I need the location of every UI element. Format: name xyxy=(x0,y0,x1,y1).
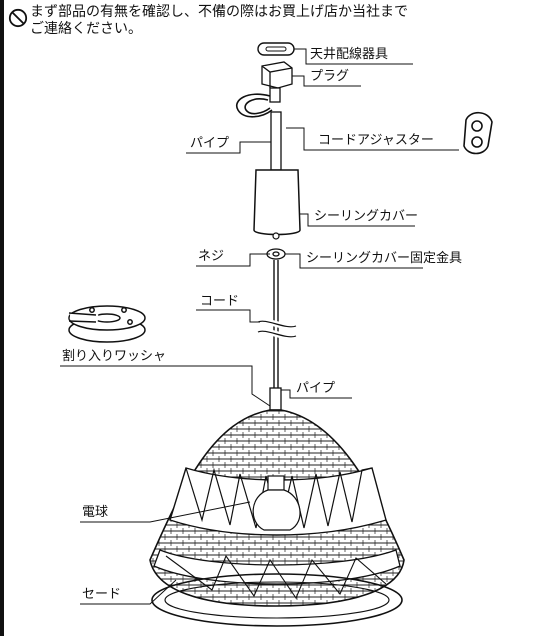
label-washer: 割り入りワッシャ xyxy=(62,349,167,364)
label-ceiling-fitting: 天井配線器具 xyxy=(310,47,389,62)
label-shade: セード xyxy=(82,587,122,602)
prohibition-icon xyxy=(8,8,28,28)
cover-hole xyxy=(272,232,280,240)
label-cover-fixing: シーリングカバー固定金具 xyxy=(306,251,463,266)
cord-adjuster-part xyxy=(463,111,493,155)
bulb xyxy=(252,475,301,531)
label-cord-adjuster: コードアジャスター xyxy=(318,133,434,148)
lower-pipe xyxy=(269,387,282,411)
label-pipe-top: パイプ xyxy=(190,136,230,151)
page-edge-bar xyxy=(0,0,4,636)
label-cord: コード xyxy=(200,294,240,309)
plug xyxy=(261,61,293,103)
leader-lines xyxy=(60,48,459,605)
cord-hook xyxy=(235,93,273,118)
ceiling-cover xyxy=(253,169,301,236)
ceiling-fitting xyxy=(257,42,295,56)
label-plug: プラグ xyxy=(310,69,350,84)
split-washer xyxy=(68,305,146,343)
label-bulb: 電球 xyxy=(82,505,109,520)
parts-check-notice: まず部品の有無を確認し、不備の際はお買上げ店か当社まで ご連絡ください。 xyxy=(30,4,530,38)
label-pipe-bottom: パイプ xyxy=(296,381,336,396)
notice-line-2: ご連絡ください。 xyxy=(30,21,142,37)
label-screw: ネジ xyxy=(198,249,225,264)
cord-break xyxy=(257,320,297,338)
label-ceiling-cover: シーリングカバー xyxy=(314,209,419,224)
notice-line-1: まず部品の有無を確認し、不備の際はお買上げ店か当社まで xyxy=(30,4,408,20)
upper-pipe xyxy=(270,111,282,171)
